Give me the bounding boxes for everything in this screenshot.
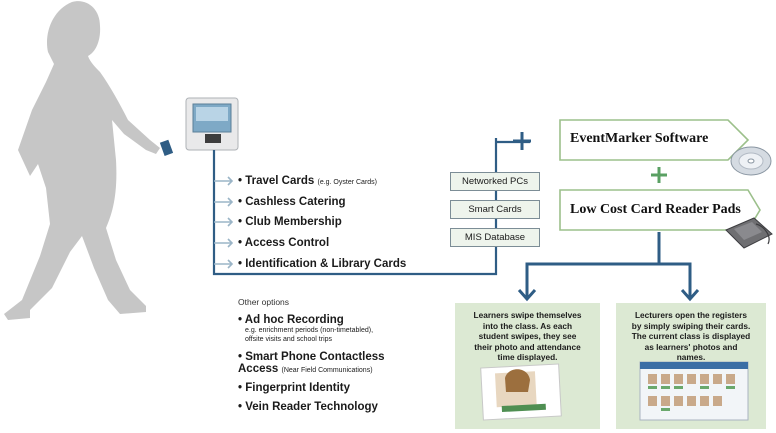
plus-icon-2 (651, 167, 667, 183)
feature-label: Travel Cards (245, 175, 315, 187)
feature-identification-library: • Identification & Library Cards (238, 258, 407, 270)
feature-label: Club Membership (245, 216, 342, 228)
feature-label: Cashless Catering (245, 196, 346, 208)
option-smart-phone: • Smart Phone Contactless Access (Near F… (238, 351, 385, 375)
eventmarker-software-title: EventMarker Software (570, 131, 709, 146)
feature-cashless-catering: • Cashless Catering (238, 196, 346, 208)
option-fingerprint: • Fingerprint Identity (238, 382, 351, 394)
card-reader-pads-title: Low Cost Card Reader Pads (570, 202, 741, 217)
card-icon (159, 139, 174, 156)
other-options-heading: Other options (238, 297, 290, 307)
feature-label: Identification & Library Cards (245, 258, 407, 270)
register-screenshot (639, 361, 749, 421)
wall-terminal-icon (185, 97, 239, 151)
lecturers-panel-text: Lecturers open the registers by simply s… (631, 310, 751, 362)
option-vein-reader: • Vein Reader Technology (238, 401, 378, 413)
feature-travel-cards: • Travel Cards (e.g. Oyster Cards) (238, 175, 377, 187)
feature-label: Access Control (244, 237, 330, 249)
option-label: Vein Reader Technology (245, 401, 378, 413)
box-mis-database: MIS Database (450, 228, 540, 247)
feature-club-membership: • Club Membership (238, 216, 342, 228)
option-ad-hoc-recording: • Ad hoc Recording e.g. enrichment perio… (238, 314, 388, 344)
split-arrows (517, 232, 700, 302)
feature-bullet-arrows (214, 176, 234, 269)
plus-icon (513, 132, 531, 150)
learner-photo-card (480, 363, 562, 421)
option-note: e.g. enrichment periods (non-timetabled)… (245, 327, 374, 343)
option-note: (Near Field Communications) (281, 367, 373, 374)
feature-access-control: • Access Control (238, 237, 330, 249)
card-reader-icon (725, 217, 773, 249)
walking-woman-silhouette (4, 1, 160, 320)
option-label: Fingerprint Identity (245, 382, 351, 394)
feature-tree-connector (212, 138, 530, 276)
option-label: Ad hoc Recording (244, 314, 344, 326)
cd-icon (730, 146, 772, 176)
box-networked-pcs: Networked PCs (450, 172, 540, 191)
box-smart-cards: Smart Cards (450, 200, 540, 219)
option-label: Smart Phone Contactless Access (238, 351, 385, 375)
learners-panel-text: Learners swipe themselves into the class… (473, 310, 582, 362)
feature-note: (e.g. Oyster Cards) (317, 179, 377, 186)
